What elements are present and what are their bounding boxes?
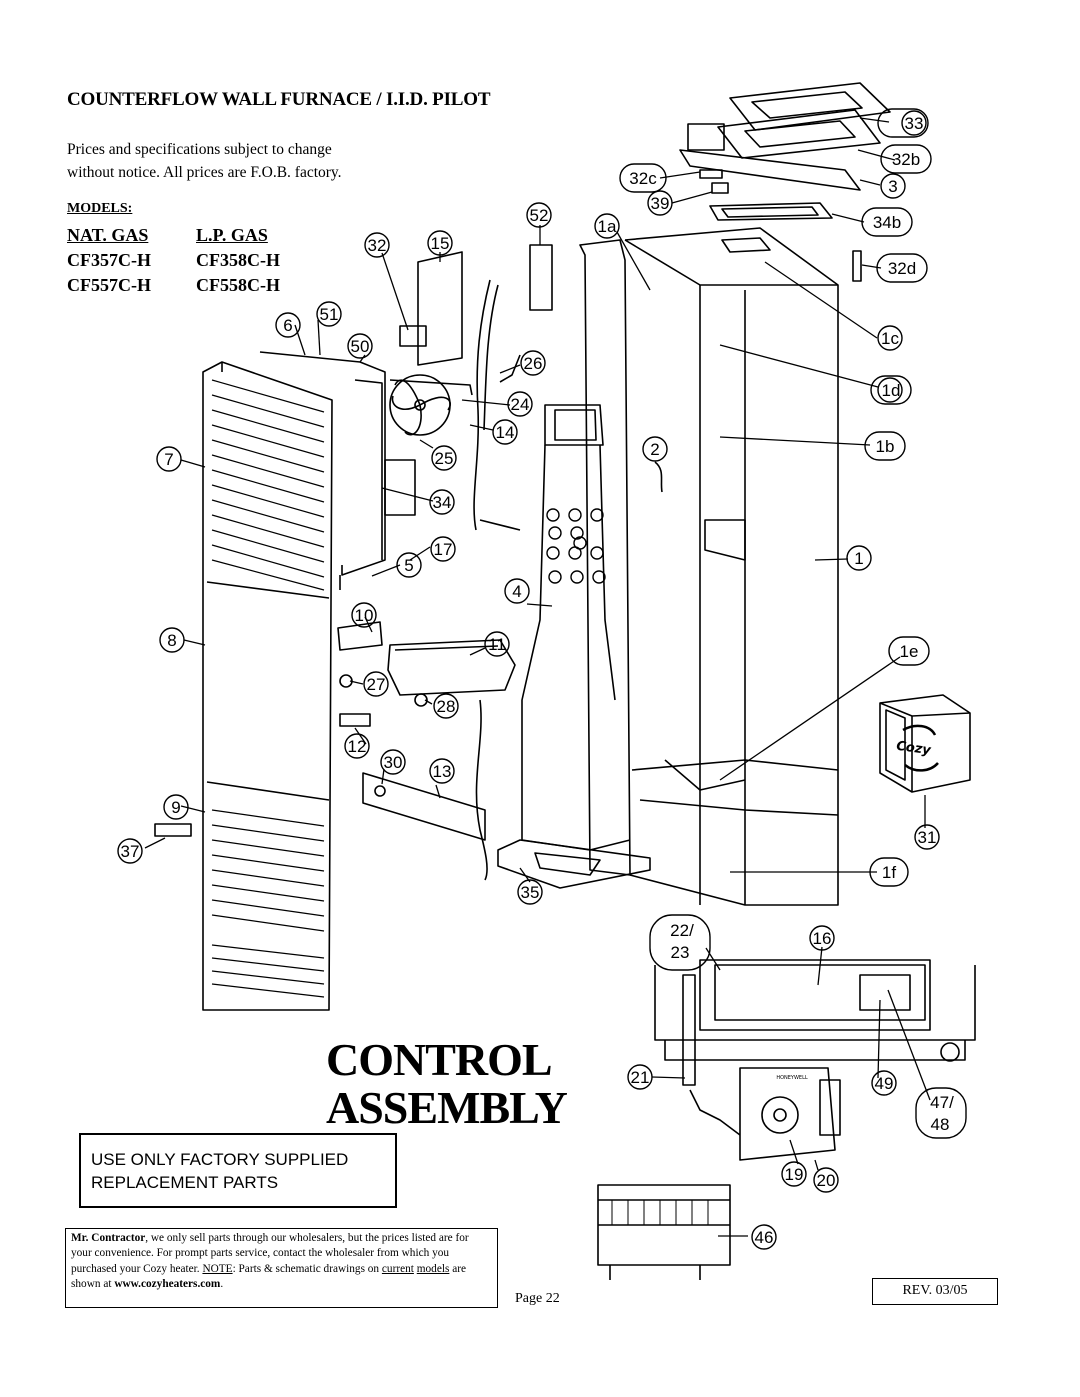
model-number: CF358C-H bbox=[196, 250, 280, 270]
part-label: 3 bbox=[888, 177, 897, 196]
thermostat-box bbox=[879, 694, 971, 793]
part-label: 5 bbox=[404, 556, 413, 575]
notice-line: without notice. All prices are F.O.B. fa… bbox=[67, 164, 342, 181]
part-label: 33 bbox=[905, 114, 924, 133]
part-label: 46 bbox=[755, 1228, 774, 1247]
part-label: 7 bbox=[164, 450, 173, 469]
part-label: 17 bbox=[434, 540, 453, 559]
document-title: COUNTERFLOW WALL FURNACE / I.I.D. PILOT bbox=[67, 89, 491, 110]
section-title-line1: CONTROL bbox=[326, 1034, 553, 1085]
part-label: 15 bbox=[431, 234, 450, 253]
part-label: 47/ bbox=[930, 1093, 954, 1112]
part-label: 1c bbox=[881, 329, 899, 348]
note-label: NOTE bbox=[202, 1262, 233, 1275]
part-label: 48 bbox=[931, 1115, 950, 1134]
part-label: 49 bbox=[875, 1074, 894, 1093]
part-label: 22/ bbox=[670, 921, 694, 940]
part-label: 28 bbox=[437, 697, 456, 716]
part-label: 13 bbox=[433, 762, 452, 781]
part-label: 27 bbox=[367, 675, 386, 694]
part-label: 14 bbox=[496, 423, 515, 442]
part-label: 1d bbox=[882, 381, 901, 400]
note-text: . bbox=[220, 1277, 224, 1290]
warning-line: USE ONLY FACTORY SUPPLIED bbox=[91, 1150, 349, 1169]
blower-assembly bbox=[259, 351, 473, 590]
part-label: 1b bbox=[876, 437, 895, 456]
page-number: Page 22 bbox=[515, 1291, 560, 1306]
part-label: 37 bbox=[121, 842, 140, 861]
part-label: 32c bbox=[629, 169, 657, 188]
part-label: 32d bbox=[888, 259, 916, 278]
part-label: 9 bbox=[171, 798, 180, 817]
revision-box: REV. 03/05 bbox=[872, 1278, 998, 1305]
model-number: CF357C-H bbox=[67, 250, 151, 270]
part-label: 39 bbox=[651, 194, 670, 213]
part-label: 12 bbox=[348, 737, 367, 756]
note-text: are shown at bbox=[71, 1262, 466, 1290]
part-label: 10 bbox=[355, 606, 374, 625]
lp-gas-header: L.P. GAS bbox=[196, 225, 268, 245]
part-label: 32b bbox=[892, 150, 920, 169]
part-label: 23 bbox=[671, 943, 690, 962]
replacement-parts-warning: USE ONLY FACTORY SUPPLIED REPLACEMENT PA… bbox=[79, 1133, 397, 1208]
model-number: CF557C-H bbox=[67, 275, 151, 295]
website-link[interactable]: www.cozyheaters.com bbox=[114, 1277, 221, 1290]
part-label: 2 bbox=[650, 440, 659, 459]
part-label: 26 bbox=[524, 354, 543, 373]
part-label: 1e bbox=[900, 642, 919, 661]
top-cover-parts bbox=[679, 82, 891, 282]
contractor-bold: Mr. Contractor bbox=[71, 1232, 146, 1244]
part-label: 20 bbox=[817, 1171, 836, 1190]
leader-lines bbox=[144, 117, 931, 1237]
part-label: 1 bbox=[854, 549, 863, 568]
part-label: 25 bbox=[435, 449, 454, 468]
part-label: 31 bbox=[918, 828, 937, 847]
model-number: CF558C-H bbox=[196, 275, 280, 295]
section-title-line2: ASSEMBLY bbox=[326, 1082, 568, 1133]
part-label: 1f bbox=[882, 863, 896, 882]
control-valve-assembly bbox=[597, 959, 976, 1280]
part-label: 30 bbox=[384, 753, 403, 772]
nat-gas-header: NAT. GAS bbox=[67, 225, 149, 245]
lp-gas-column: L.P. GAS CF358C-H CF558C-H bbox=[196, 223, 280, 298]
part-label: 21 bbox=[631, 1068, 650, 1087]
models-heading: MODELS: bbox=[67, 201, 133, 216]
contractor-note: Mr. Contractor, we only sell parts throu… bbox=[65, 1228, 498, 1308]
part-label: 34 bbox=[433, 493, 452, 512]
part-label: 1a bbox=[598, 217, 617, 236]
cozy-logo: Cozy bbox=[895, 739, 932, 759]
burner-lower-parts bbox=[337, 621, 651, 889]
part-label: 6 bbox=[283, 316, 292, 335]
part-label: 16 bbox=[813, 929, 832, 948]
part-label: 32 bbox=[368, 236, 387, 255]
part-label: 19 bbox=[785, 1165, 804, 1184]
heat-exchanger bbox=[521, 239, 663, 876]
notice-line: Prices and specifications subject to cha… bbox=[67, 141, 332, 158]
nat-gas-column: NAT. GAS CF357C-H CF557C-H bbox=[67, 223, 151, 298]
main-cabinet bbox=[624, 227, 839, 906]
note-models: models bbox=[416, 1262, 450, 1275]
warning-line: REPLACEMENT PARTS bbox=[91, 1173, 279, 1192]
part-label: 50 bbox=[351, 337, 370, 356]
control-bracket-wiring bbox=[399, 244, 553, 531]
part-label: 8 bbox=[167, 631, 176, 650]
valve-brand-text: HONEYWELL bbox=[776, 1075, 808, 1081]
label-circles bbox=[117, 108, 967, 1250]
part-label: 34b bbox=[873, 213, 901, 232]
note-text: : Parts & schematic drawings on bbox=[232, 1262, 382, 1275]
part-label: 4 bbox=[512, 582, 521, 601]
part-label: 11 bbox=[488, 635, 506, 654]
note-text: , we only sell parts through our wholesa… bbox=[71, 1232, 469, 1275]
note-current: current bbox=[381, 1262, 414, 1275]
front-panels bbox=[154, 361, 333, 1011]
part-label: 24 bbox=[511, 395, 530, 414]
part-label: 51 bbox=[320, 305, 339, 324]
part-label: 52 bbox=[530, 206, 549, 225]
part-label: 35 bbox=[521, 883, 540, 902]
price-notice: Prices and specifications subject to cha… bbox=[67, 138, 447, 184]
